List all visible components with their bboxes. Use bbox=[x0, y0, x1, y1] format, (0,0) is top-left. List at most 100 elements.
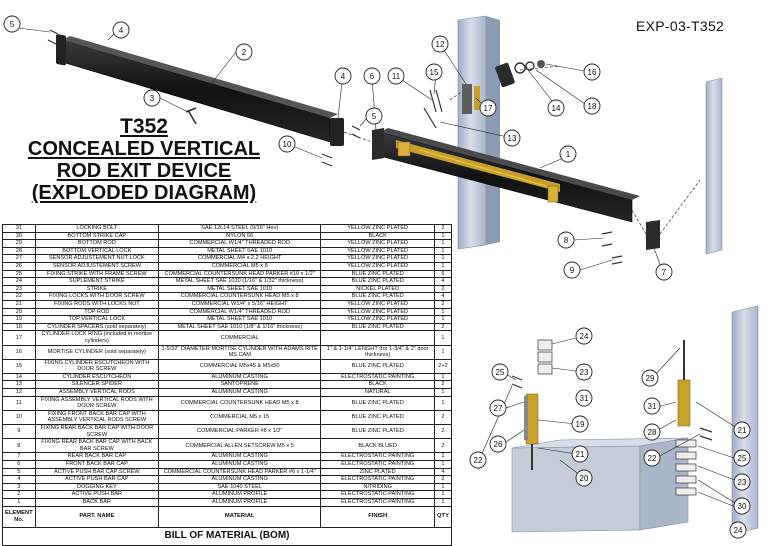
bom-cell-part: ASSEMBLY VERTICAL RODS bbox=[34, 388, 159, 397]
svg-text:24: 24 bbox=[734, 526, 743, 535]
callout-9: 9 bbox=[563, 261, 581, 279]
bom-cell-finish: BLACK BLUED bbox=[320, 438, 435, 454]
bom-cell-material: SANTOPRENE bbox=[157, 380, 322, 390]
callout-30: 30 bbox=[733, 497, 751, 515]
bom-cell-finish: YELLOW ZINC PLATED bbox=[320, 315, 435, 324]
svg-text:24: 24 bbox=[580, 332, 589, 341]
svg-text:31: 31 bbox=[580, 394, 589, 403]
bom-cell-part: ACTIVE PUSH BAR bbox=[34, 490, 159, 499]
bom-cell-material: METAL SHEET SAE 1010 bbox=[157, 284, 322, 294]
bom-cell-qty: 4 bbox=[433, 292, 453, 301]
bom-cell-material: ALUMINUM PROFILE bbox=[157, 497, 322, 507]
bom-cell-finish: BLUE ZINC PLATED bbox=[320, 395, 435, 411]
callout-24: 24 bbox=[575, 327, 593, 345]
bom-cell-part: FIXING LOCKS WITH DOOR SCREW bbox=[34, 292, 159, 301]
svg-text:22: 22 bbox=[648, 454, 657, 463]
bom-cell-material: ALUMINUM CASTING bbox=[157, 475, 322, 484]
bom-cell-finish: ELECTROSTATIC PAINTING bbox=[320, 452, 435, 461]
bom-cell-qty: 1 bbox=[433, 490, 453, 499]
bom-cell-material: NYLON 66 bbox=[157, 231, 322, 241]
callout-5: 5 bbox=[3, 15, 21, 33]
dogging-key bbox=[185, 107, 197, 125]
bom-cell-finish: 1" & 1-1/4" LENGHT (for 1-3/4" & 2" door… bbox=[320, 344, 435, 360]
callout-7: 7 bbox=[655, 263, 673, 281]
svg-text:12: 12 bbox=[436, 40, 445, 49]
bom-cell-finish: BLUE ZINC PLATED bbox=[320, 277, 435, 286]
bom-cell-part: FIXING ASSEMBLY VERTICAL RODS WITH DOOR … bbox=[34, 395, 159, 411]
bom-cell-finish: YELLOW ZINC PLATED bbox=[320, 307, 435, 317]
svg-text:21: 21 bbox=[738, 426, 747, 435]
bom-cell-qty: 2 bbox=[433, 380, 453, 390]
bom-cell-finish: YELLOW ZINC PLATED bbox=[320, 239, 435, 248]
bom-cell-finish: YELLOW ZINC PLATED bbox=[320, 299, 435, 309]
floor-box bbox=[511, 437, 689, 533]
bom-header-qty: QTY bbox=[433, 505, 453, 528]
callouts: 5 4 2 3 4 6 11 5 10 12 15 17 13 14 16 18… bbox=[3, 15, 751, 539]
bom-cell-finish: ELECTROSTATIC PAINTING bbox=[320, 460, 435, 469]
bom-cell-no: 17 bbox=[2, 330, 36, 346]
bom-cell-no: 23 bbox=[2, 284, 36, 294]
bom-cell-material: COMMERCIAL COUNTERSUNK HEAD M5 x 8 bbox=[157, 292, 322, 301]
svg-text:15: 15 bbox=[430, 68, 439, 77]
bom-cell-part: STRIKE bbox=[34, 284, 159, 294]
bom-cell-material: 1-5/32" DIAMETER MORTISE CYLINDER WITH A… bbox=[157, 344, 322, 360]
bom-cell-finish: BLUE ZINC PLATED bbox=[320, 292, 435, 301]
svg-text:30: 30 bbox=[738, 502, 747, 511]
bom-cell-finish: NICKEL PLATED bbox=[320, 284, 435, 294]
callout-28: 28 bbox=[643, 423, 661, 441]
bom-cell-no: 22 bbox=[2, 292, 36, 301]
svg-text:9: 9 bbox=[570, 266, 575, 275]
svg-text:5: 5 bbox=[372, 112, 377, 121]
bom-cell-qty: 1 bbox=[433, 344, 453, 360]
bom-cell-no: 31 bbox=[2, 224, 36, 233]
bom-cell-no: 9 bbox=[2, 424, 36, 440]
bom-cell-no: 20 bbox=[2, 307, 36, 317]
callout-22: 22 bbox=[469, 451, 487, 469]
bom-cell-no: 26 bbox=[2, 261, 36, 271]
bom-cell-no: 1 bbox=[2, 497, 36, 507]
bom-cell-qty: 1 bbox=[433, 307, 453, 317]
bom-cell-part: REAR BACK BAR CAP bbox=[34, 452, 159, 461]
bom-cell-material: METAL SHEET SAE 1010 (1/16" & 1/32" thic… bbox=[157, 277, 322, 286]
bom-cell-no: 12 bbox=[2, 388, 36, 397]
bom-cell-finish: BLUE ZINC PLATED bbox=[320, 322, 435, 332]
bom-cell-material: METAL SHEET SAE 1010 (1/8" & 1/16" thick… bbox=[157, 322, 322, 332]
bom-cell-part: FIXING FRONT BACK BAR CAP WITH ASSEMBLY … bbox=[34, 409, 159, 426]
bom-cell-part: FRONT BACK BAR CAP bbox=[34, 460, 159, 469]
bom-cell-finish: YELLOW ZINC PLATED bbox=[320, 224, 435, 233]
callout-25b: 25 bbox=[733, 449, 751, 467]
svg-text:25: 25 bbox=[496, 368, 505, 377]
document-id: EXP-03-T352 bbox=[636, 18, 725, 34]
bom-cell-material: COMMERCIAL M4 x 2.2 HEIGHT bbox=[157, 254, 322, 263]
bom-cell-part: DOGGING KEY bbox=[34, 482, 159, 492]
bom-cell-material: METAL SHEET SAE 1010 bbox=[157, 246, 322, 256]
bom-header-no: ELEMENT No. bbox=[2, 505, 36, 528]
bom-cell-material: ALUMINUM CASTING bbox=[157, 388, 322, 397]
bom-cell-qty: 1 bbox=[433, 452, 453, 461]
bom-cell-qty: 1 bbox=[433, 482, 453, 492]
bom-cell-material: SAE 12L14 STEEL (9/16" Hex) bbox=[157, 224, 322, 233]
bom-cell-no: 5 bbox=[2, 467, 36, 477]
callout-3: 3 bbox=[143, 89, 161, 107]
bom-cell-finish: NATURAL bbox=[320, 388, 435, 397]
bom-cell-no: 15 bbox=[2, 358, 36, 374]
bom-cell-part: TOP ROD bbox=[34, 307, 159, 317]
bom-cell-qty: 2 bbox=[433, 322, 453, 332]
svg-text:31: 31 bbox=[648, 402, 657, 411]
bom-cell-qty: 2+2 bbox=[433, 358, 453, 374]
bom-cell-material: ALUMINUM PROFILE bbox=[157, 490, 322, 499]
bom-cell-finish: ELECTROSTATIC PAINTING bbox=[320, 497, 435, 507]
callout-31b: 31 bbox=[643, 397, 661, 415]
bom-cell-part: SILENCER SPIDER bbox=[34, 380, 159, 390]
svg-text:11: 11 bbox=[392, 72, 401, 81]
bom-cell-material: METAL SHEET SAE 1010 bbox=[157, 315, 322, 324]
bom-cell-no: 24 bbox=[2, 277, 36, 286]
